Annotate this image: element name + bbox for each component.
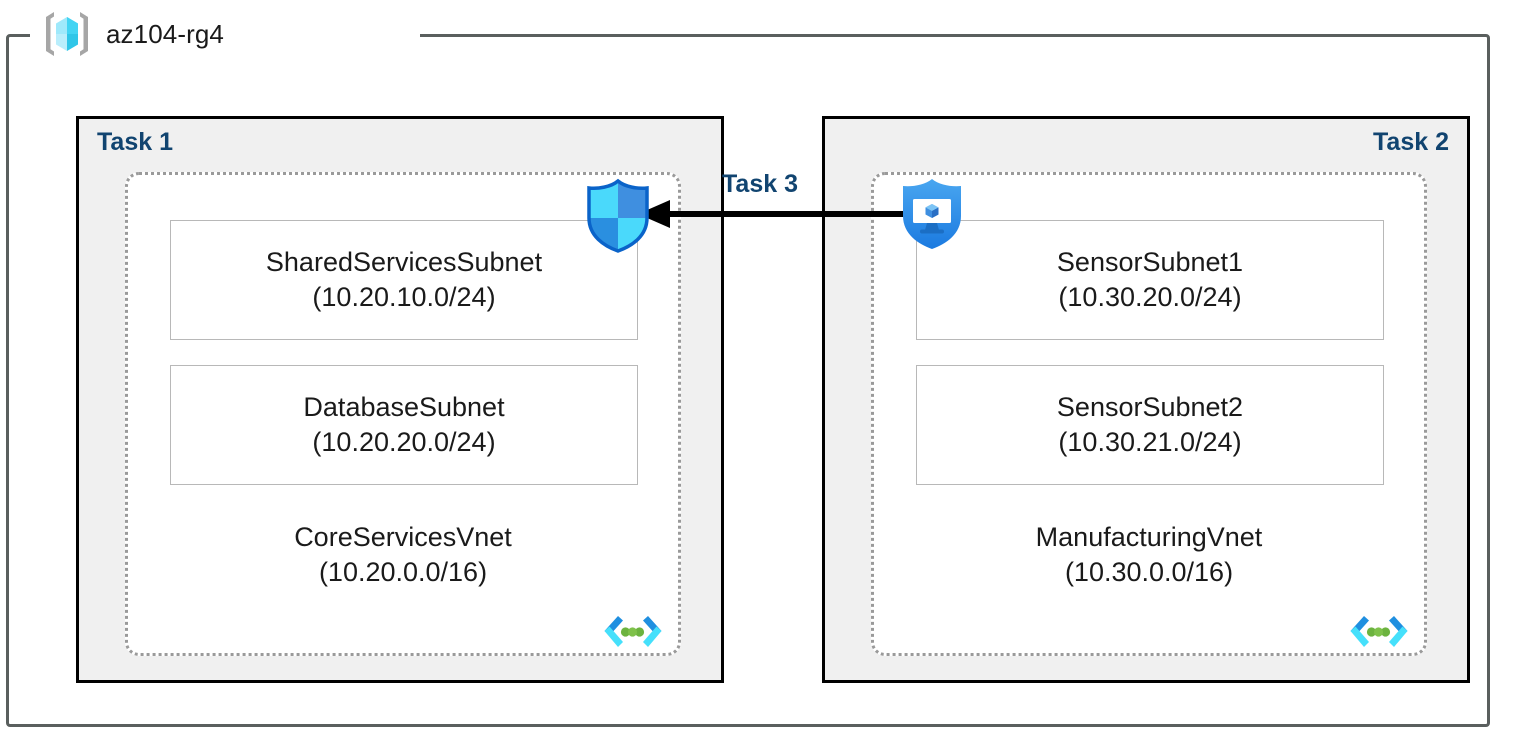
subnet-cidr: (10.20.10.0/24) <box>312 282 496 312</box>
task-1-label: Task 1 <box>97 128 173 156</box>
subnet-name: SensorSubnet2 <box>1056 391 1244 422</box>
subnet-cidr: (10.30.20.0/24) <box>1058 282 1242 312</box>
subnet-sharedservicessubnet[interactable]: SharedServicesSubnet (10.20.10.0/24) <box>170 220 638 340</box>
peering-arrow <box>636 196 914 232</box>
coreservicesvnet-caption: CoreServicesVnet (10.20.0.0/16) <box>128 521 678 590</box>
vnet-name: CoreServicesVnet <box>294 522 512 552</box>
subnet-sensorsubnet2[interactable]: SensorSubnet2 (10.30.21.0/24) <box>916 365 1384 485</box>
resource-group-title-gap <box>30 20 420 50</box>
subnet-cidr: (10.20.20.0/24) <box>312 427 496 457</box>
resource-group-frame <box>6 34 1490 727</box>
resource-group-cube-icon <box>40 8 94 60</box>
resource-group-title: az104-rg4 <box>40 8 224 60</box>
virtual-network-icon <box>598 607 668 659</box>
task-2-label: Task 2 <box>1373 128 1449 156</box>
subnet-name: SharedServicesSubnet <box>265 246 543 277</box>
manufacturingvnet-caption: ManufacturingVnet (10.30.0.0/16) <box>874 521 1424 590</box>
subnet-name: DatabaseSubnet <box>303 391 505 422</box>
vnet-cidr: (10.30.0.0/16) <box>1064 557 1234 588</box>
task-1-container: Task 1 SharedServicesSubnet (10.20.10.0/… <box>76 116 724 683</box>
resource-group-name: az104-rg4 <box>106 18 224 49</box>
vnet-cidr: (10.20.0.0/16) <box>318 557 488 588</box>
vnet-name: ManufacturingVnet <box>1035 522 1263 552</box>
task-3-label: Task 3 <box>722 170 798 198</box>
task-2-container: Task 2 SensorSubnet1 (10.30.20.0/24) Sen… <box>822 116 1470 683</box>
manufacturingvnet-boundary: SensorSubnet1 (10.30.20.0/24) SensorSubn… <box>871 172 1427 656</box>
subnet-sensorsubnet1[interactable]: SensorSubnet1 (10.30.20.0/24) <box>916 220 1384 340</box>
subnet-name: SensorSubnet1 <box>1056 246 1244 277</box>
subnet-cidr: (10.30.21.0/24) <box>1058 427 1242 457</box>
bastion-shield-icon <box>896 176 968 252</box>
firewall-shield-icon <box>582 178 654 254</box>
subnet-databasesubnet[interactable]: DatabaseSubnet (10.20.20.0/24) <box>170 365 638 485</box>
virtual-network-icon <box>1344 607 1414 659</box>
